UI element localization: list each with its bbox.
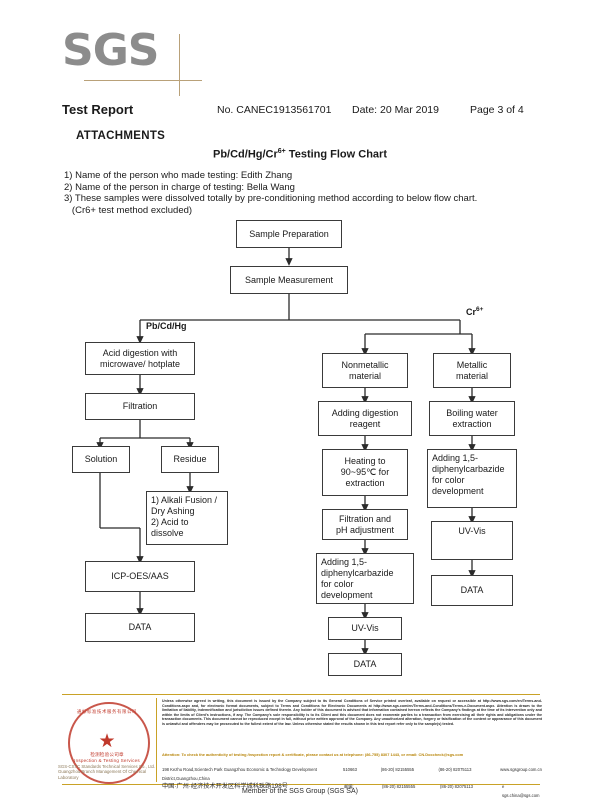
branch-label-sup: 6+ bbox=[476, 306, 484, 313]
flow-node-adding-dpc-right: Adding 1,5- diphenylcarbazide for color … bbox=[427, 449, 517, 508]
flow-chart-title-main: Pb/Cd/Hg/Cr bbox=[212, 148, 278, 161]
address-en: 198 Kezhu Road,Scientech Park Guangzhou … bbox=[162, 767, 317, 781]
flow-node-label: UV-Vis bbox=[458, 526, 486, 536]
flow-node-label: Residue bbox=[173, 454, 207, 464]
seal-center-line1: 检测检验公司章 bbox=[90, 752, 124, 757]
sgs-logo: SGS bbox=[62, 25, 242, 96]
flow-chart-title: Pb/Cd/Hg/Cr6+ Testing Flow Chart bbox=[0, 148, 600, 161]
flow-node-label: DATA bbox=[460, 585, 484, 595]
flow-chart-title-sup: 6+ bbox=[277, 148, 286, 155]
flow-node-label: Solution bbox=[84, 454, 118, 464]
flow-node-label: UV-Vis bbox=[351, 623, 379, 633]
footer-divider-top bbox=[62, 694, 540, 695]
flow-node-uv-vis-right: UV-Vis bbox=[431, 521, 513, 560]
flow-node-boiling-water-extraction: Boiling water extraction bbox=[429, 401, 515, 436]
flow-node-data-right: DATA bbox=[431, 575, 513, 606]
report-date: Date: 20 Mar 2019 bbox=[352, 104, 439, 116]
flow-node-label: Sample Measurement bbox=[244, 274, 334, 285]
email-cn: e sgs.china@sgs.com bbox=[502, 784, 540, 798]
flow-node-label: Sample Preparation bbox=[249, 228, 329, 239]
branch-label-pb-cd-hg: Pb/Cd/Hg bbox=[146, 321, 187, 331]
flow-node-sample-measurement: Sample Measurement bbox=[230, 266, 348, 294]
footer-divider-bottom bbox=[62, 784, 540, 785]
logo-rule-horizontal bbox=[84, 80, 202, 81]
flow-node-nonmetallic-material: Nonmetallic material bbox=[322, 353, 408, 388]
note-item: 1) Name of the person who made testing: … bbox=[64, 170, 293, 181]
page-title: Test Report bbox=[62, 102, 134, 117]
logo-rule-vertical bbox=[179, 34, 180, 96]
footer-disclaimer: Unless otherwise agreed in writing, this… bbox=[162, 699, 542, 726]
flow-node-label: ICP-OES/AAS bbox=[111, 571, 169, 581]
flow-node-acid-digestion: Acid digestion with microwave/ hotplate bbox=[85, 342, 195, 375]
flow-node-label: Boiling water extraction bbox=[446, 407, 498, 429]
flow-node-uv-vis-middle: UV-Vis bbox=[328, 617, 402, 640]
footer-member-text: Member of the SGS Group (SGS SA) bbox=[242, 788, 358, 795]
branch-label-text: Cr bbox=[466, 307, 477, 317]
flow-node-data-left: DATA bbox=[85, 613, 195, 642]
seal-center-line2: Inspection & Testing Services bbox=[74, 757, 140, 763]
postcode-cn-label: 邮编: bbox=[344, 784, 354, 789]
flow-node-label: Filtration bbox=[122, 401, 158, 411]
star-icon: ★ bbox=[98, 731, 116, 752]
flow-node-label: DATA bbox=[353, 659, 377, 669]
flow-node-data-middle: DATA bbox=[328, 653, 402, 676]
note-item: (Cr6+ test method excluded) bbox=[64, 204, 193, 216]
flow-node-filtration: Filtration bbox=[85, 393, 195, 420]
fax-cn: (86-20) 82075113 bbox=[440, 784, 473, 789]
flow-node-label: Adding digestion reagent bbox=[331, 407, 399, 429]
flow-node-sample-preparation: Sample Preparation bbox=[236, 220, 342, 248]
flow-chart-title-rest: Testing Flow Chart bbox=[285, 148, 387, 161]
note-item: 3) These samples were dissolved totally … bbox=[64, 193, 478, 205]
attachments-heading: ATTACHMENTS bbox=[76, 130, 166, 142]
flow-node-label: Acid digestion with microwave/ hotplate bbox=[99, 347, 181, 369]
page-number: Page 3 of 4 bbox=[470, 104, 524, 116]
flow-node-label: 1) Alkali Fusion / Dry Ashing 2) Acid to… bbox=[151, 495, 218, 538]
flow-node-solution: Solution bbox=[72, 446, 130, 473]
seal-center-text: 检测检验公司章 Inspection & Testing Services bbox=[68, 752, 146, 763]
seal-ring bbox=[68, 702, 150, 784]
flow-node-icp-oes-aas: ICP-OES/AAS bbox=[85, 561, 195, 592]
flow-node-alkali-fusion: 1) Alkali Fusion / Dry Ashing 2) Acid to… bbox=[146, 491, 228, 545]
sgs-logo-text: SGS bbox=[62, 25, 160, 76]
flow-node-label: Heating to 90~95℃ for extraction bbox=[340, 456, 390, 488]
fax-en: (86-20) 82075113 bbox=[438, 767, 472, 772]
seal-arc-text: 通标标准技术服务有限公司 bbox=[77, 709, 137, 714]
flow-node-adding-digestion-reagent: Adding digestion reagent bbox=[318, 401, 412, 436]
flow-node-label: Metallic material bbox=[455, 359, 488, 381]
report-header: Test Report No. CANEC1913561701 Date: 20… bbox=[62, 102, 542, 118]
note-item: 2) Name of the person in charge of testi… bbox=[64, 181, 295, 193]
tel-en: (86-20) 82155555 bbox=[380, 767, 415, 772]
flow-node-label: Adding 1,5- diphenylcarbazide for color … bbox=[432, 453, 505, 496]
flow-node-adding-dpc-middle: Adding 1,5- diphenylcarbazide for color … bbox=[316, 553, 414, 604]
flow-node-heating: Heating to 90~95℃ for extraction bbox=[322, 449, 408, 496]
footer-attention: Attention: To check the authenticity of … bbox=[162, 752, 464, 757]
footer-address-row-cn: 中国·广州·经济技术开发区科学城科珠路198号 邮编: (86-20) 8215… bbox=[162, 783, 542, 800]
footer-address-row-en: 198 Kezhu Road,Scientech Park Guangzhou … bbox=[162, 766, 542, 783]
company-seal-stamp: 通标标准技术服务有限公司 ★ 检测检验公司章 Inspection & Test… bbox=[68, 702, 150, 784]
tel-cn: (86-20) 82155555 bbox=[382, 784, 416, 789]
flow-node-filtration-ph: Filtration and pH adjustment bbox=[322, 509, 408, 540]
website: www.sgsgroup.com.cn bbox=[500, 767, 542, 772]
address-cn: 中国·广州·经济技术开发区科学城科珠路198号 bbox=[162, 783, 288, 790]
flow-node-residue: Residue bbox=[161, 446, 219, 473]
flow-node-label: Filtration and pH adjustment bbox=[335, 513, 395, 535]
flow-node-label: Adding 1,5- diphenylcarbazide for color … bbox=[321, 557, 394, 600]
branch-label-cr6: Cr6+ bbox=[466, 306, 483, 317]
footer-divider-vertical bbox=[156, 698, 157, 782]
report-number: No. CANEC1913561701 bbox=[217, 104, 332, 116]
seal-company-label: SGS-CSTC Standards Technical Services Co… bbox=[58, 764, 156, 780]
footer-address-block: 198 Kezhu Road,Scientech Park Guangzhou … bbox=[162, 766, 542, 800]
notes-list: 1) Name of the person who made testing: … bbox=[64, 170, 544, 216]
postcode-en: 510663 bbox=[342, 767, 357, 772]
branch-label-text: Pb/Cd/Hg bbox=[146, 321, 187, 331]
flow-node-metallic-material: Metallic material bbox=[433, 353, 511, 388]
flow-node-label: Nonmetallic material bbox=[341, 359, 389, 381]
flow-node-label: DATA bbox=[128, 622, 152, 632]
